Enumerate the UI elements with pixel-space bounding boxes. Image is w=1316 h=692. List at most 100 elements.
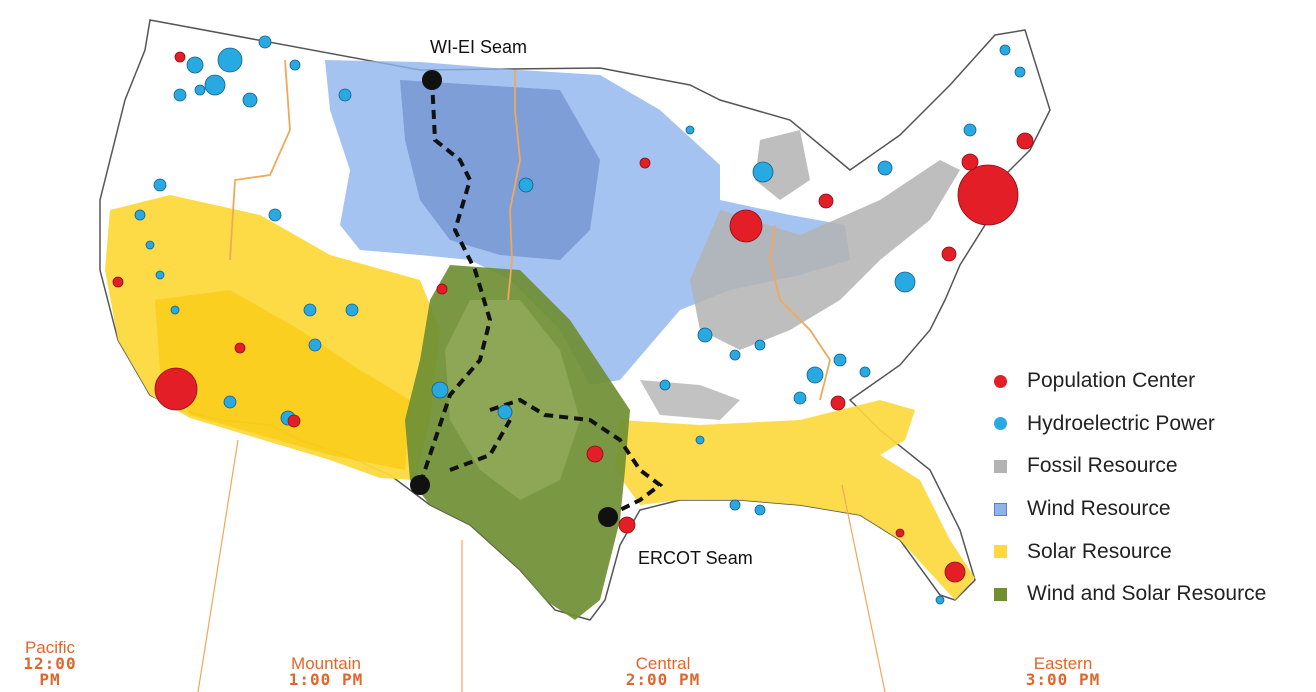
seam-path (418, 79, 664, 517)
hydro-point (935, 595, 945, 605)
hydro-point (999, 44, 1011, 56)
hydro-point (223, 395, 237, 409)
hydro-point (338, 88, 352, 102)
seam-node-north (422, 70, 442, 90)
legend-label: Solar Resource (1027, 539, 1172, 563)
hydro-point (793, 391, 807, 405)
hydro-point (894, 271, 916, 293)
hydro-point (497, 404, 513, 420)
population-point (830, 395, 846, 411)
hydro-point (134, 209, 146, 221)
hydroelectric-power-swatch (994, 417, 1007, 431)
hydro-point (729, 499, 741, 511)
time-zone-lines (197, 439, 886, 692)
hydro-point (186, 56, 204, 74)
hydro-point (518, 177, 534, 193)
population-center-swatch (994, 374, 1007, 388)
population-point (639, 157, 651, 169)
legend-item-hydroelectric-power: Hydroelectric Power (990, 403, 1316, 446)
population-point (154, 367, 198, 411)
population-point (436, 283, 448, 295)
time-zone-time: 2:00 PM (625, 670, 701, 689)
hydroelectric-power-points (134, 35, 1026, 605)
time-zone-time: 3:00 PM (1025, 670, 1101, 689)
legend: Population Center Hydroelectric Power Fo… (990, 360, 1316, 616)
hydro-point (170, 305, 180, 315)
population-point (174, 51, 186, 63)
population-point (112, 276, 124, 288)
hydro-point (754, 504, 766, 516)
hydro-point (268, 208, 282, 222)
time-zone-name: Eastern (1033, 654, 1093, 673)
fossil-resource-region-2 (755, 130, 810, 200)
population-point (957, 164, 1019, 226)
fossil-resource-region (690, 160, 960, 350)
legend-item-fossil-resource: Fossil Resource (990, 445, 1316, 488)
hydro-point (729, 349, 741, 361)
solar-resource-swatch (994, 545, 1007, 559)
legend-label: Wind and Solar Resource (1027, 582, 1267, 606)
population-point (818, 193, 834, 209)
fossil-resource-swatch (994, 459, 1007, 473)
seam-label-south: ERCOT Seam (638, 548, 753, 568)
seam-node-west (410, 475, 430, 495)
legend-item-wind-and-solar-resource: Wind and Solar Resource (990, 573, 1316, 616)
seam-label-north: WI-EI Seam (430, 37, 528, 57)
hydro-point (963, 123, 977, 137)
hydro-point (1014, 66, 1026, 78)
population-point (944, 561, 966, 583)
population-point (618, 516, 636, 534)
legend-item-solar-resource: Solar Resource (990, 530, 1316, 573)
hydro-point (806, 366, 824, 384)
wind-resource-swatch (994, 502, 1007, 516)
legend-label: Population Center (1027, 369, 1196, 393)
hydro-point (695, 435, 705, 445)
hydro-point (697, 327, 713, 343)
hydro-point (754, 339, 766, 351)
hydro-point (859, 366, 871, 378)
interconnect-boundaries (229, 59, 831, 401)
time-zone-name: Mountain (291, 654, 361, 673)
hydro-point (204, 74, 226, 96)
hydro-point (153, 178, 167, 192)
legend-label: Hydroelectric Power (1027, 411, 1215, 435)
wind-resource-region-core (400, 80, 600, 260)
time-zone-central: Central 2:00 PM (618, 655, 708, 688)
legend-label: Wind Resource (1027, 497, 1171, 521)
hydro-point (659, 379, 671, 391)
time-zone-name: Pacific (24, 638, 76, 657)
population-point (287, 414, 301, 428)
population-point (895, 528, 905, 538)
time-zone-eastern: Eastern 3:00 PM (1018, 655, 1108, 688)
solar-resource-region-core (155, 290, 410, 470)
population-point (729, 209, 763, 243)
hydro-point (685, 125, 695, 135)
population-point (941, 246, 957, 262)
hydro-point (173, 88, 187, 102)
hydro-point (258, 35, 272, 49)
hydro-point (345, 303, 359, 317)
time-zone-time: 1:00 PM (288, 670, 364, 689)
hydro-point (242, 92, 258, 108)
hydro-point (303, 303, 317, 317)
hydro-point (431, 381, 449, 399)
time-zone-mountain: Mountain 1:00 PM (276, 655, 376, 688)
hydro-point (217, 47, 243, 73)
hydro-point (155, 270, 165, 280)
hydro-point (833, 353, 847, 367)
time-zone-name: Central (635, 654, 691, 673)
legend-item-population-center: Population Center (990, 360, 1316, 403)
hydro-point (289, 59, 301, 71)
time-zone-pacific: Pacific 12:00 PM (8, 639, 92, 688)
hydro-point (752, 161, 774, 183)
hydro-point (145, 240, 155, 250)
legend-label: Fossil Resource (1027, 454, 1178, 478)
hydro-point (308, 338, 322, 352)
population-center-points (112, 51, 1034, 583)
hydro-point (877, 160, 893, 176)
seam-node-east (598, 507, 618, 527)
solar-resource-region-southeast (615, 400, 975, 600)
population-point (234, 342, 246, 354)
